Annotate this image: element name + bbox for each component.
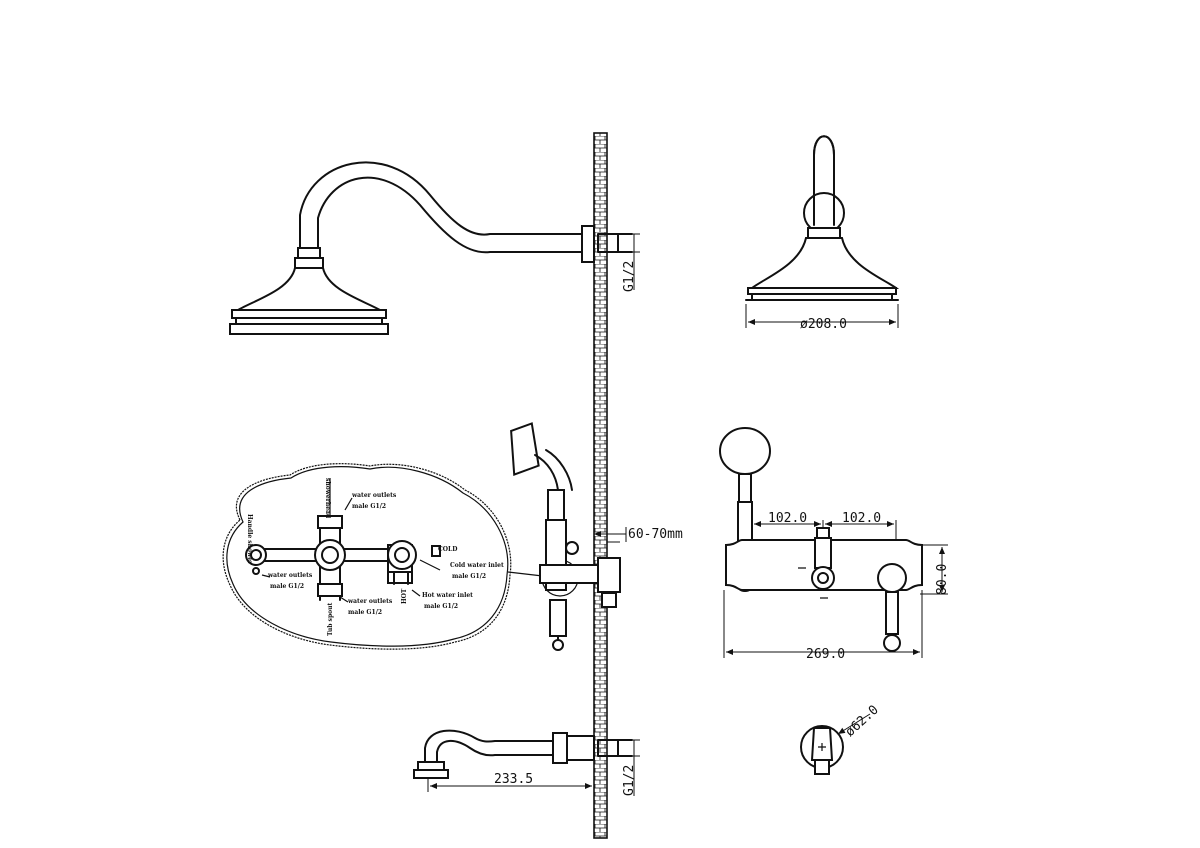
note-hot-inlet-1: Hot water inlet xyxy=(422,592,473,599)
hand-shower-side-view xyxy=(510,422,621,651)
spout-length-dimension: 233.5 xyxy=(427,772,592,792)
diverter-knob-front-view xyxy=(800,725,844,775)
valve-detail-cloud: showerhead water outlets male G1/2 Handl… xyxy=(222,463,512,650)
thread-bottom-label: G1/2 xyxy=(622,765,637,796)
escutcheon-diameter-label: ø62.0 xyxy=(843,703,882,740)
note-hot: HOT xyxy=(401,588,408,604)
plate-width-label: 269.0 xyxy=(806,647,845,662)
note-cold: COLD xyxy=(438,546,457,553)
thread-top-label: G1/2 xyxy=(622,261,637,292)
wall-depth-dimension: 60-70mm xyxy=(594,527,683,543)
note-hot-inlet-2: male G1/2 xyxy=(424,603,458,610)
wall-section xyxy=(593,132,608,839)
note-water-outlets-bottom-1: water outlets xyxy=(347,598,393,605)
note-water-outlets-left-1: water outlets xyxy=(267,572,313,579)
plate-height-label: 80.0 xyxy=(935,564,950,595)
left-spacing-label: 102.0 xyxy=(768,511,807,526)
mixer-spacing-dimensions: 102.0 102.0 xyxy=(751,511,897,540)
shower-arm-side-view xyxy=(229,161,633,335)
note-water-outlets-top-1: water outlets xyxy=(351,492,397,499)
note-handle-shower: Handle shower xyxy=(246,514,253,565)
right-spacing-label: 102.0 xyxy=(842,511,881,526)
spout-length-label: 233.5 xyxy=(494,772,533,787)
shower-head-diameter-dimension: ø208.0 xyxy=(745,304,899,332)
shower-head-diameter-label: ø208.0 xyxy=(800,317,847,332)
mixer-front-view xyxy=(719,427,923,652)
thread-dimension-top: G1/2 xyxy=(620,233,640,292)
thread-dimension-bottom: G1/2 xyxy=(620,739,640,796)
plate-width-dimension: 269.0 xyxy=(723,590,923,662)
shower-head-front-view xyxy=(745,135,900,301)
plate-height-dimension: 80.0 xyxy=(920,544,950,595)
note-tub-spout: Tub spout xyxy=(327,603,334,636)
note-cold-inlet-1: Cold water inlet xyxy=(450,562,504,569)
note-showerhead: showerhead xyxy=(324,478,331,519)
note-cold-inlet-2: male G1/2 xyxy=(452,573,486,580)
note-water-outlets-left-2: male G1/2 xyxy=(270,583,304,590)
wall-depth-label: 60-70mm xyxy=(628,527,683,542)
note-water-outlets-top-2: male G1/2 xyxy=(352,503,386,510)
escutcheon-diameter-dimension: ø62.0 xyxy=(837,703,882,740)
note-water-outlets-bottom-2: male G1/2 xyxy=(348,609,382,616)
tub-spout-side-view xyxy=(413,729,633,779)
